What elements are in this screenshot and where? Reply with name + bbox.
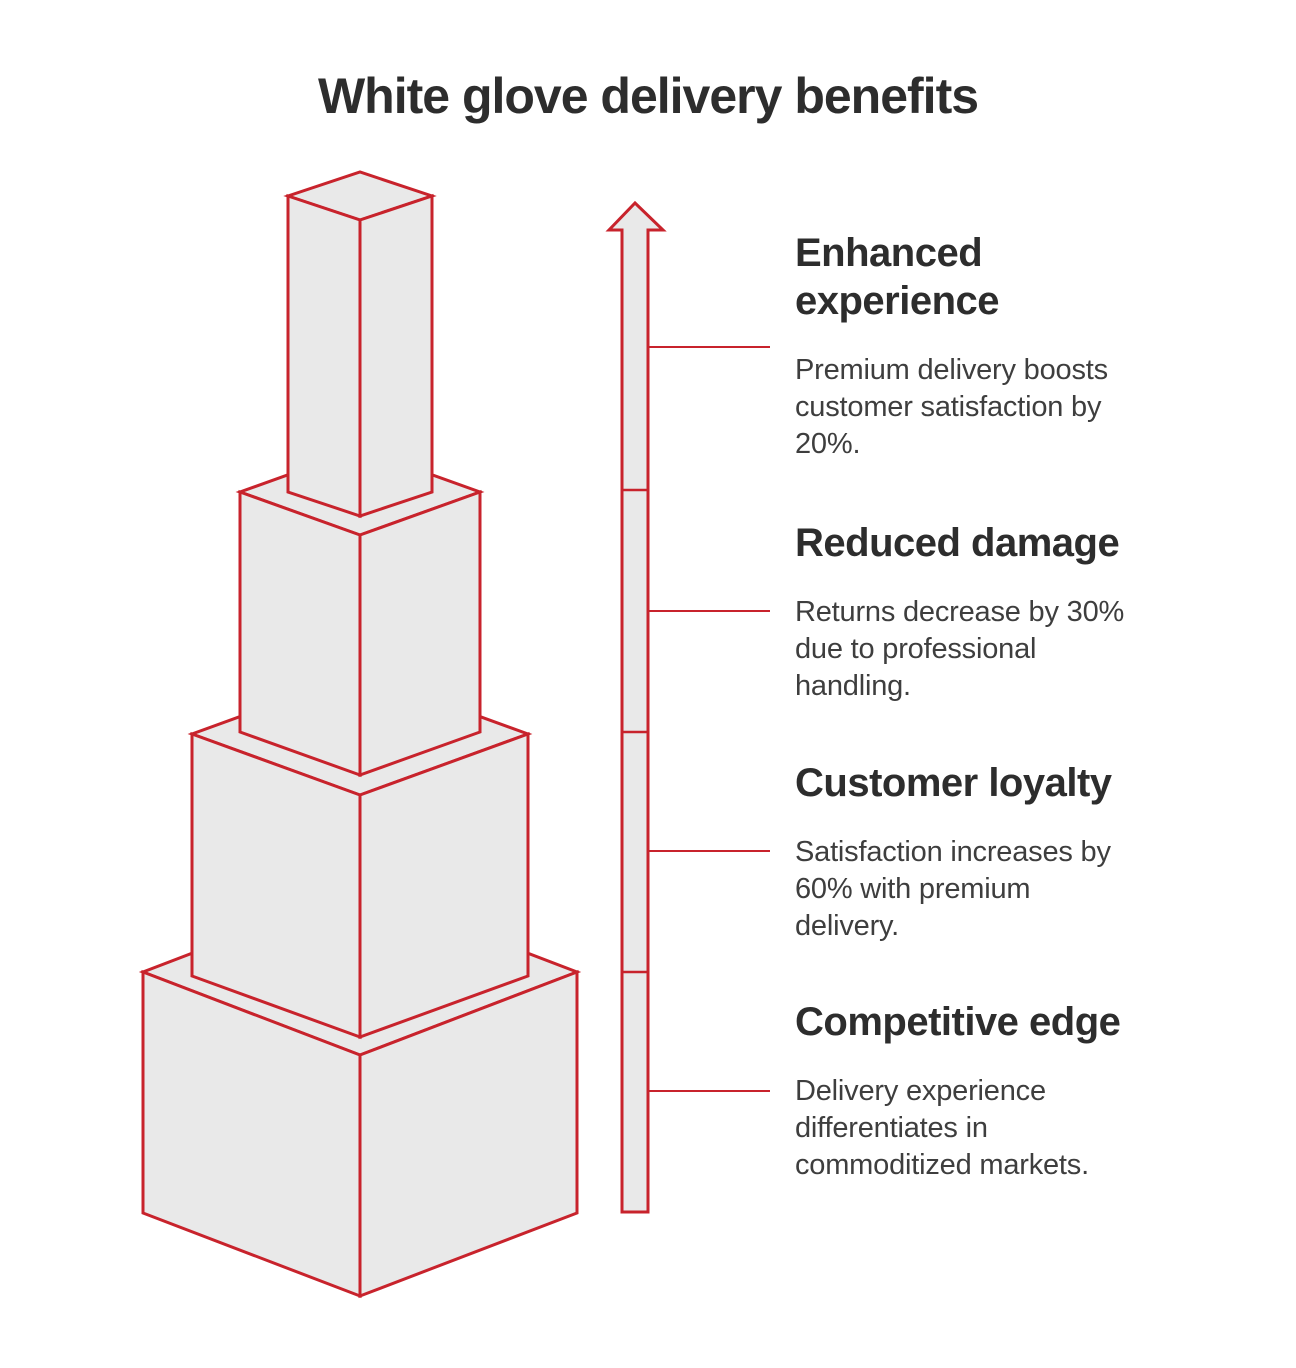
benefit-description: Returns decrease by 30% due to professio… [795, 596, 1125, 702]
benefit-item-enhanced-experience: Enhanced experience Premium delivery boo… [795, 229, 1225, 463]
benefit-item-reduced-damage: Reduced damage Returns decrease by 30% d… [795, 519, 1225, 705]
tower-box-1 [283, 170, 437, 519]
benefit-title: Competitive edge [795, 1000, 1121, 1044]
benefit-item-competitive-edge: Competitive edge Delivery experience dif… [795, 998, 1225, 1184]
tower-box-2-right-face [358, 489, 482, 778]
tower-box-2-left-face [238, 489, 362, 778]
benefit-title: Enhanced experience [795, 231, 1000, 323]
benefit-description: Satisfaction increases by 60% with premi… [795, 836, 1111, 942]
benefit-title: Customer loyalty [795, 761, 1112, 805]
tower-box-4-right-face [358, 969, 579, 1299]
page-title: White glove delivery benefits [317, 68, 979, 124]
connector-lines [649, 346, 770, 1092]
tower-box-3-right-face [358, 731, 530, 1040]
upward-arrow [605, 200, 667, 1214]
benefit-item-customer-loyalty: Customer loyalty Satisfaction increases … [795, 759, 1225, 945]
upward-arrow-outline [605, 200, 667, 1214]
tower-box-1-left-face [286, 193, 362, 519]
benefit-title: Reduced damage [795, 521, 1120, 565]
tower-box-1-right-face [358, 193, 434, 519]
benefit-description: Premium delivery boosts customer satisfa… [795, 354, 1108, 460]
benefit-description: Delivery experience differentiates in co… [795, 1075, 1089, 1181]
